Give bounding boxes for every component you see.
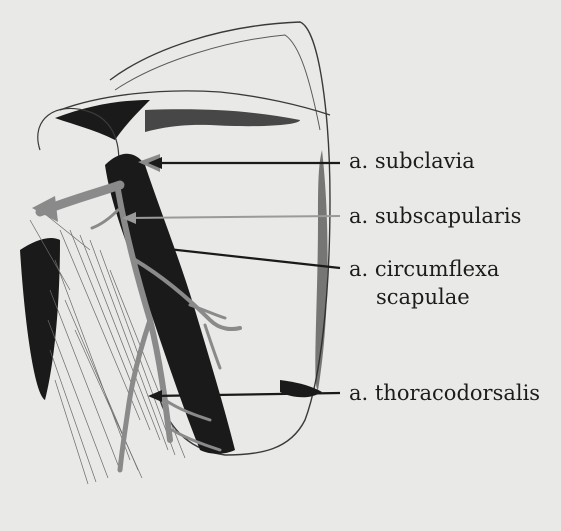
clavicle-dark-band [55, 100, 150, 140]
artery-thoracodorsal [120, 320, 150, 470]
upper-scapula-dark [145, 109, 300, 132]
artery-axillary-arrowhead [32, 196, 58, 222]
label-thoracodorsalis: a. thoracodorsalis [349, 381, 540, 405]
label-circumflexa-line1: a. circumflexa [349, 257, 499, 281]
label-subscapularis: a. subscapularis [349, 204, 521, 228]
muscle-dark-region [105, 154, 235, 454]
artery-small-branch [92, 210, 118, 228]
label-subclavia: a. subclavia [349, 149, 475, 173]
lateral-border-dark [315, 150, 327, 390]
label-circumflexa-line2: scapulae [376, 285, 470, 309]
